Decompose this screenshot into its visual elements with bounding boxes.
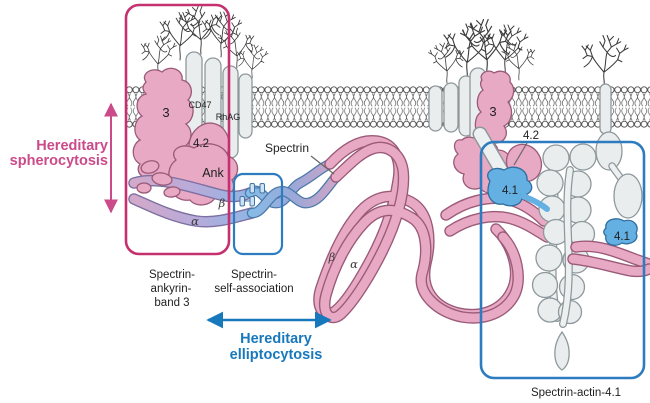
protein41-lower-label: 4.1 <box>614 231 630 243</box>
protein42-right-label: 4.2 <box>523 130 539 142</box>
self-association-connectors <box>239 183 265 207</box>
spherocytosis-label-line1: Hereditary <box>36 138 108 154</box>
arrows <box>104 102 528 329</box>
carbohydrate-tree-icon <box>178 6 222 55</box>
carbohydrate-tree-icon <box>428 42 465 84</box>
transmembrane-protein <box>443 82 459 133</box>
tropomodulin-cap <box>554 330 570 371</box>
protein41-tail <box>520 193 550 212</box>
caption-spectrin-ankyrin-line2: ankyrin- <box>151 283 192 295</box>
band3-cytoplasmic-fragments <box>136 160 181 198</box>
alpha-left-label: α <box>191 214 199 228</box>
protein42-left-label: 4.2 <box>193 138 209 150</box>
spherocytosis-label-line2: spherocytosis <box>10 153 108 169</box>
tropomyosin-stalk <box>560 167 573 327</box>
annotation-boxes <box>124 3 646 380</box>
spectrin-pointer-line <box>310 155 335 175</box>
self-association-region-box <box>232 172 284 256</box>
caption-spectrin-ankyrin-line3: band 3 <box>154 297 189 309</box>
protein41-upper-label: 4.1 <box>502 185 518 197</box>
transmembrane-protein <box>428 85 443 132</box>
band3-left-label: 3 <box>162 105 169 120</box>
alpha-mid-label: α <box>350 257 358 271</box>
spherocytosis-region-box <box>124 3 231 256</box>
carbohydrate-tree-icon <box>581 34 629 89</box>
rhag-label: RhAG <box>216 112 241 122</box>
beta-left-label: β <box>218 196 226 210</box>
band3-right-label: 3 <box>489 104 496 119</box>
caption-self-association-line1: Spectrin- <box>231 269 277 281</box>
spectrin-dimer-left <box>134 164 336 222</box>
caption-spectrin-ankyrin-line1: Spectrin- <box>149 269 195 281</box>
caption-self-association-line2: self-association <box>214 283 293 295</box>
ankyrin-label: Ank <box>202 166 224 180</box>
p55-complex <box>613 173 643 219</box>
labels: Hereditary spherocytosis Hereditary elli… <box>10 100 630 399</box>
actin-junctional-complex <box>487 143 649 371</box>
glycophorin-c-stem <box>599 83 612 135</box>
transmembrane-protein <box>238 73 253 139</box>
beta-mid-label: β <box>328 250 336 264</box>
actin-filament <box>531 143 597 325</box>
spectrin-label: Spectrin <box>265 141 309 155</box>
protein41-lower-shape <box>603 218 638 246</box>
protein42-pointer-line <box>513 142 528 166</box>
spectrin-actin-region-box <box>479 140 646 380</box>
caption-spectrin-actin: Spectrin-actin-4.1 <box>531 387 621 399</box>
cd47-label: CD47 <box>188 100 211 110</box>
elliptocytosis-label-line2: elliptocytosis <box>230 347 323 363</box>
band3-right-shape <box>474 70 515 146</box>
elliptocytosis-label-line1: Hereditary <box>240 331 312 347</box>
